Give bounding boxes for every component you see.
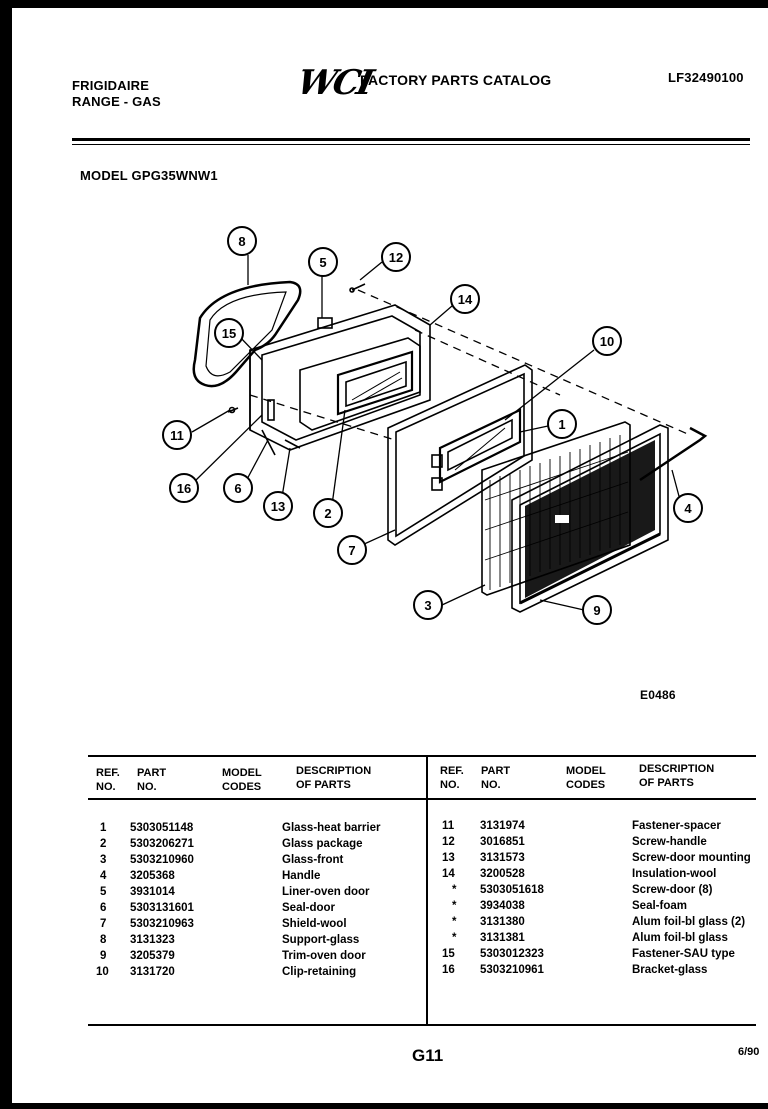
callout-9: 9 — [593, 603, 600, 618]
scan-border-bottom — [0, 1103, 768, 1109]
handle-screw-part — [349, 283, 366, 293]
callout-5: 5 — [319, 255, 326, 270]
header-rule-thin — [72, 144, 750, 145]
door-handle-part — [639, 426, 708, 482]
callout-3: 3 — [424, 598, 431, 613]
callout-leaders — [191, 255, 681, 611]
brand-block: FRIGIDAIRE RANGE - GAS — [72, 78, 161, 110]
callout-14: 14 — [458, 292, 473, 307]
oven-door-liner — [249, 304, 431, 451]
callout-13: 13 — [271, 499, 285, 514]
assembly-guide-lines — [249, 289, 691, 441]
exploded-parts-diagram: 1 2 3 4 5 6 7 8 9 10 11 12 13 14 15 16 — [162, 226, 708, 625]
callout-16: 16 — [177, 481, 191, 496]
table-bottom-rule — [88, 1024, 756, 1026]
header-ref-no-right: REF.NO. — [440, 765, 464, 791]
catalog-title: FACTORY PARTS CATALOG — [360, 72, 552, 88]
scan-border-top — [0, 0, 768, 8]
table-center-divider — [426, 756, 428, 1024]
callout-15: 15 — [222, 326, 236, 341]
callout-12: 12 — [389, 250, 403, 265]
callout-10: 10 — [600, 334, 614, 349]
callout-7: 7 — [348, 543, 355, 558]
scan-border-left — [0, 0, 12, 1109]
callout-6: 6 — [234, 481, 241, 496]
document-number: LF32490100 — [668, 70, 744, 85]
product-type: RANGE - GAS — [72, 94, 161, 109]
callout-4: 4 — [684, 501, 692, 516]
model-number: MODEL GPG35WNW1 — [80, 168, 218, 183]
callout-circles — [162, 226, 703, 625]
callout-8: 8 — [238, 234, 245, 249]
brand-name: FRIGIDAIRE — [72, 78, 150, 93]
revision-date: 6/90 — [738, 1046, 760, 1058]
header-ref-no: REF.NO. — [96, 767, 120, 793]
callout-11: 11 — [170, 428, 184, 443]
table-top-rule — [88, 755, 756, 757]
door-seal-part — [192, 280, 302, 388]
front-glass-trim-part — [511, 424, 669, 613]
diagram-code: E0486 — [640, 688, 676, 702]
table-header-rule — [88, 798, 756, 800]
page-number: G11 — [412, 1046, 444, 1065]
header-rule — [72, 138, 750, 141]
callout-2: 2 — [324, 506, 331, 521]
door-hardware-parts — [261, 399, 301, 456]
callout-1: 1 — [558, 417, 565, 432]
